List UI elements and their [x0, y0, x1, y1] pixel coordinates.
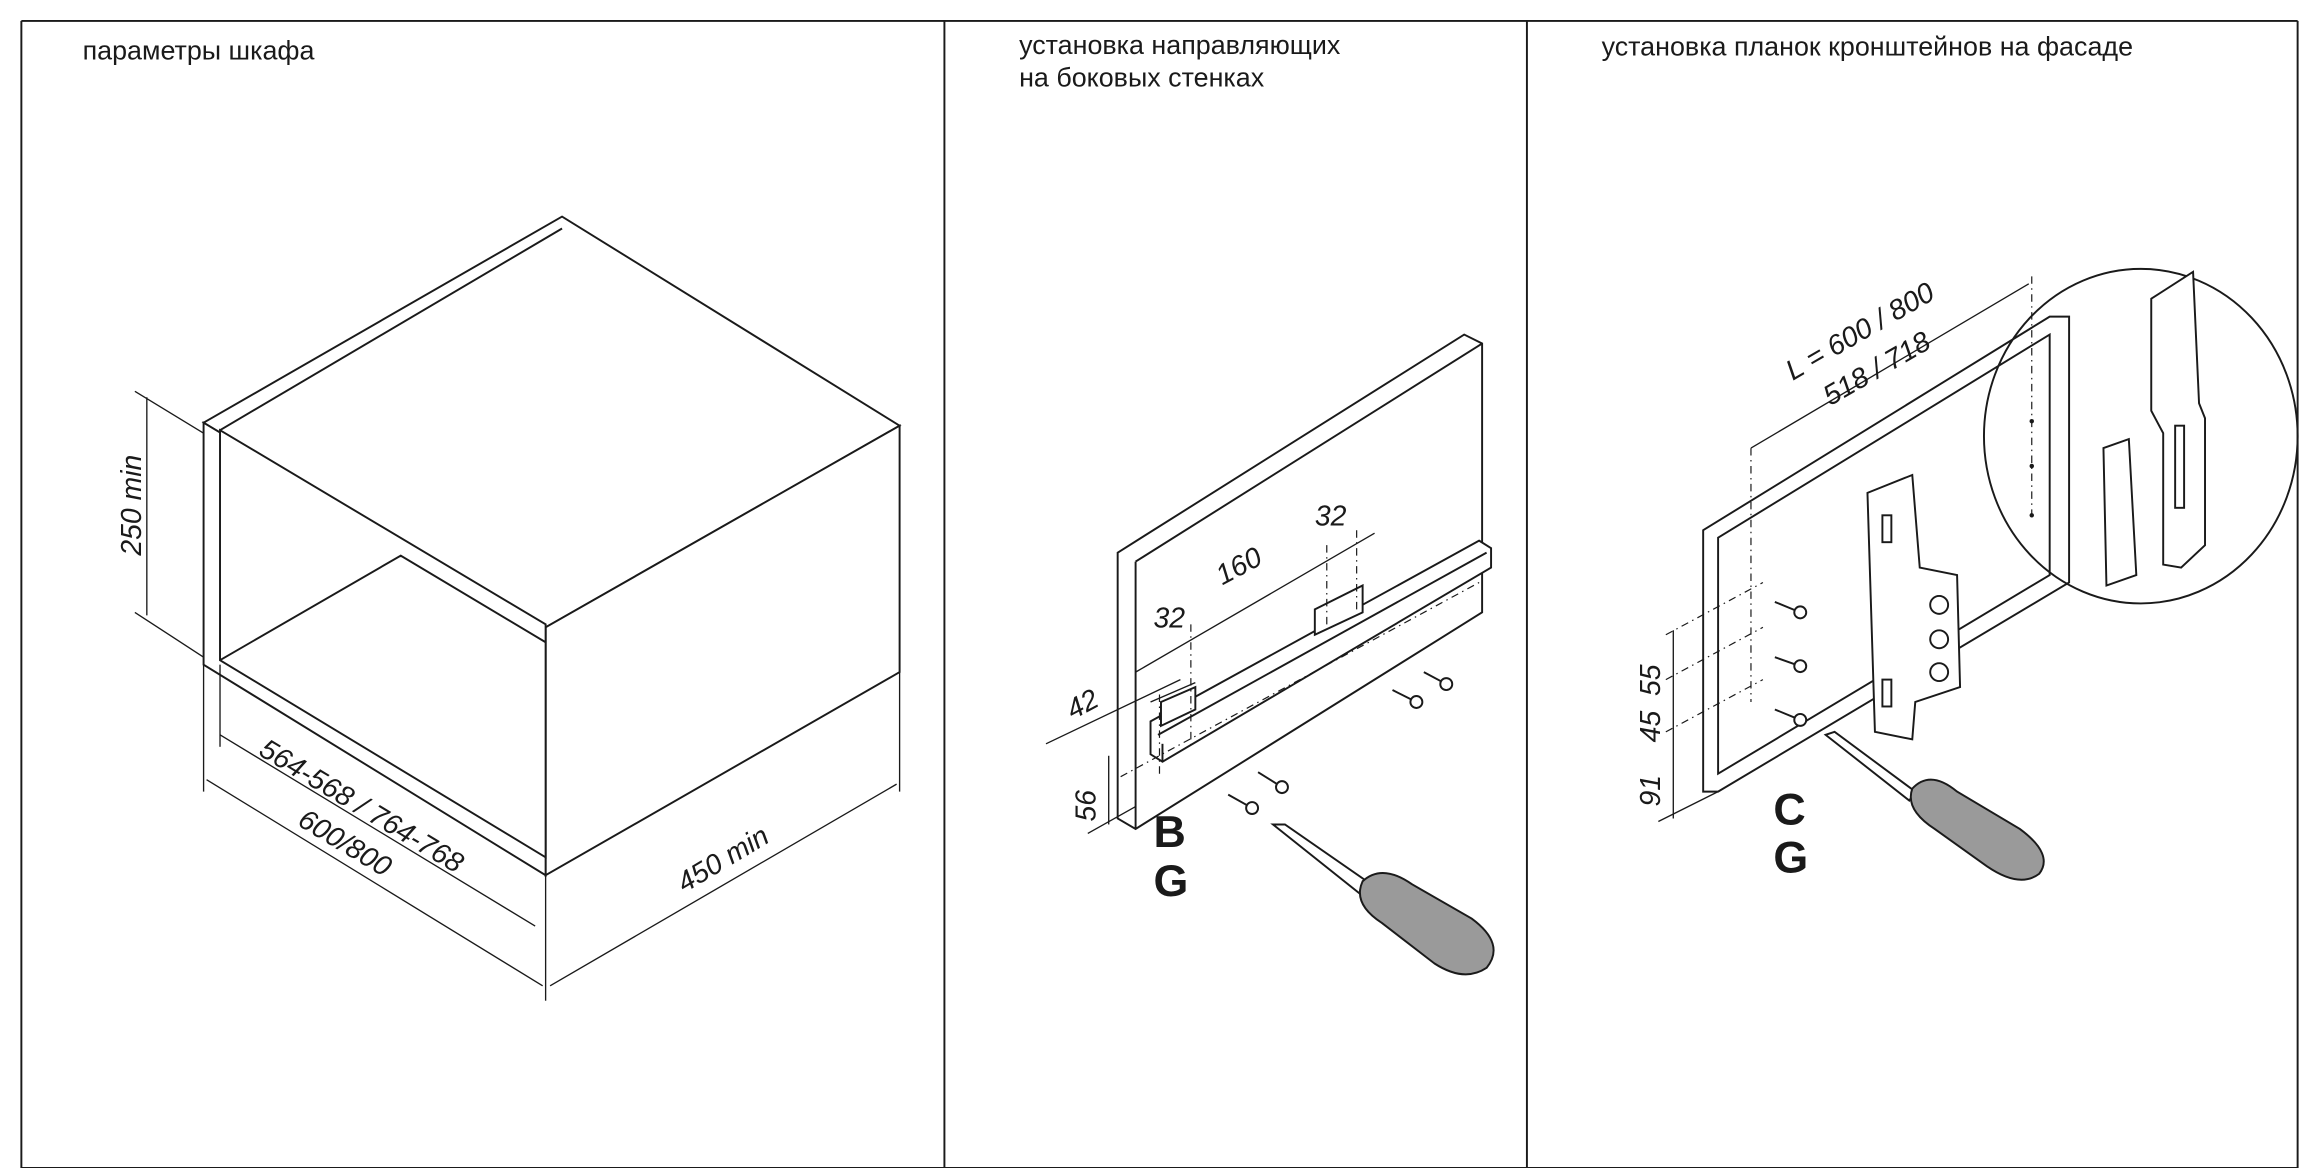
code-g: G — [1773, 832, 1808, 882]
panel-title: параметры шкафа — [83, 36, 315, 66]
panel-cabinet-parameters: параметры шкафа 250 min 564-568 / 764-76… — [83, 36, 902, 1001]
dim-depth: 450 min — [672, 820, 775, 899]
screwdriver-icon — [1270, 823, 1495, 976]
screws — [1227, 671, 1454, 815]
dim-55: 55 — [1635, 664, 1667, 696]
panel-title-line-1: установка направляющих — [1019, 30, 1341, 60]
screws — [1774, 601, 1808, 727]
cabinet-drawing — [201, 215, 902, 877]
dim-56: 56 — [1070, 790, 1102, 822]
code-c: C — [1773, 784, 1805, 834]
panel-runner-installation: установка направляющих на боковых стенка… — [1019, 30, 1495, 976]
dim-height: 250 min — [116, 455, 148, 557]
code-b: B — [1154, 807, 1186, 857]
dim-32-second: 32 — [1315, 501, 1347, 533]
dim-32-first: 32 — [1154, 602, 1186, 634]
dim-45: 45 — [1635, 711, 1667, 743]
detail-magnifier — [1982, 267, 2299, 605]
dimension-lines — [134, 390, 901, 1001]
panel-title: установка планок кронштейнов на фасаде — [1602, 31, 2133, 61]
panel-title-line-2: на боковых стенках — [1019, 63, 1265, 93]
screwdriver-icon — [1823, 730, 2045, 881]
bracket-drawing — [1866, 473, 1962, 741]
dim-91: 91 — [1635, 775, 1667, 807]
code-g: G — [1154, 856, 1189, 906]
drawer-runner — [1149, 539, 1493, 763]
dimension-lines — [1658, 276, 2033, 823]
panel-bracket-installation: установка планок кронштейнов на фасаде L… — [1602, 31, 2299, 882]
table-frame — [20, 19, 2299, 1168]
